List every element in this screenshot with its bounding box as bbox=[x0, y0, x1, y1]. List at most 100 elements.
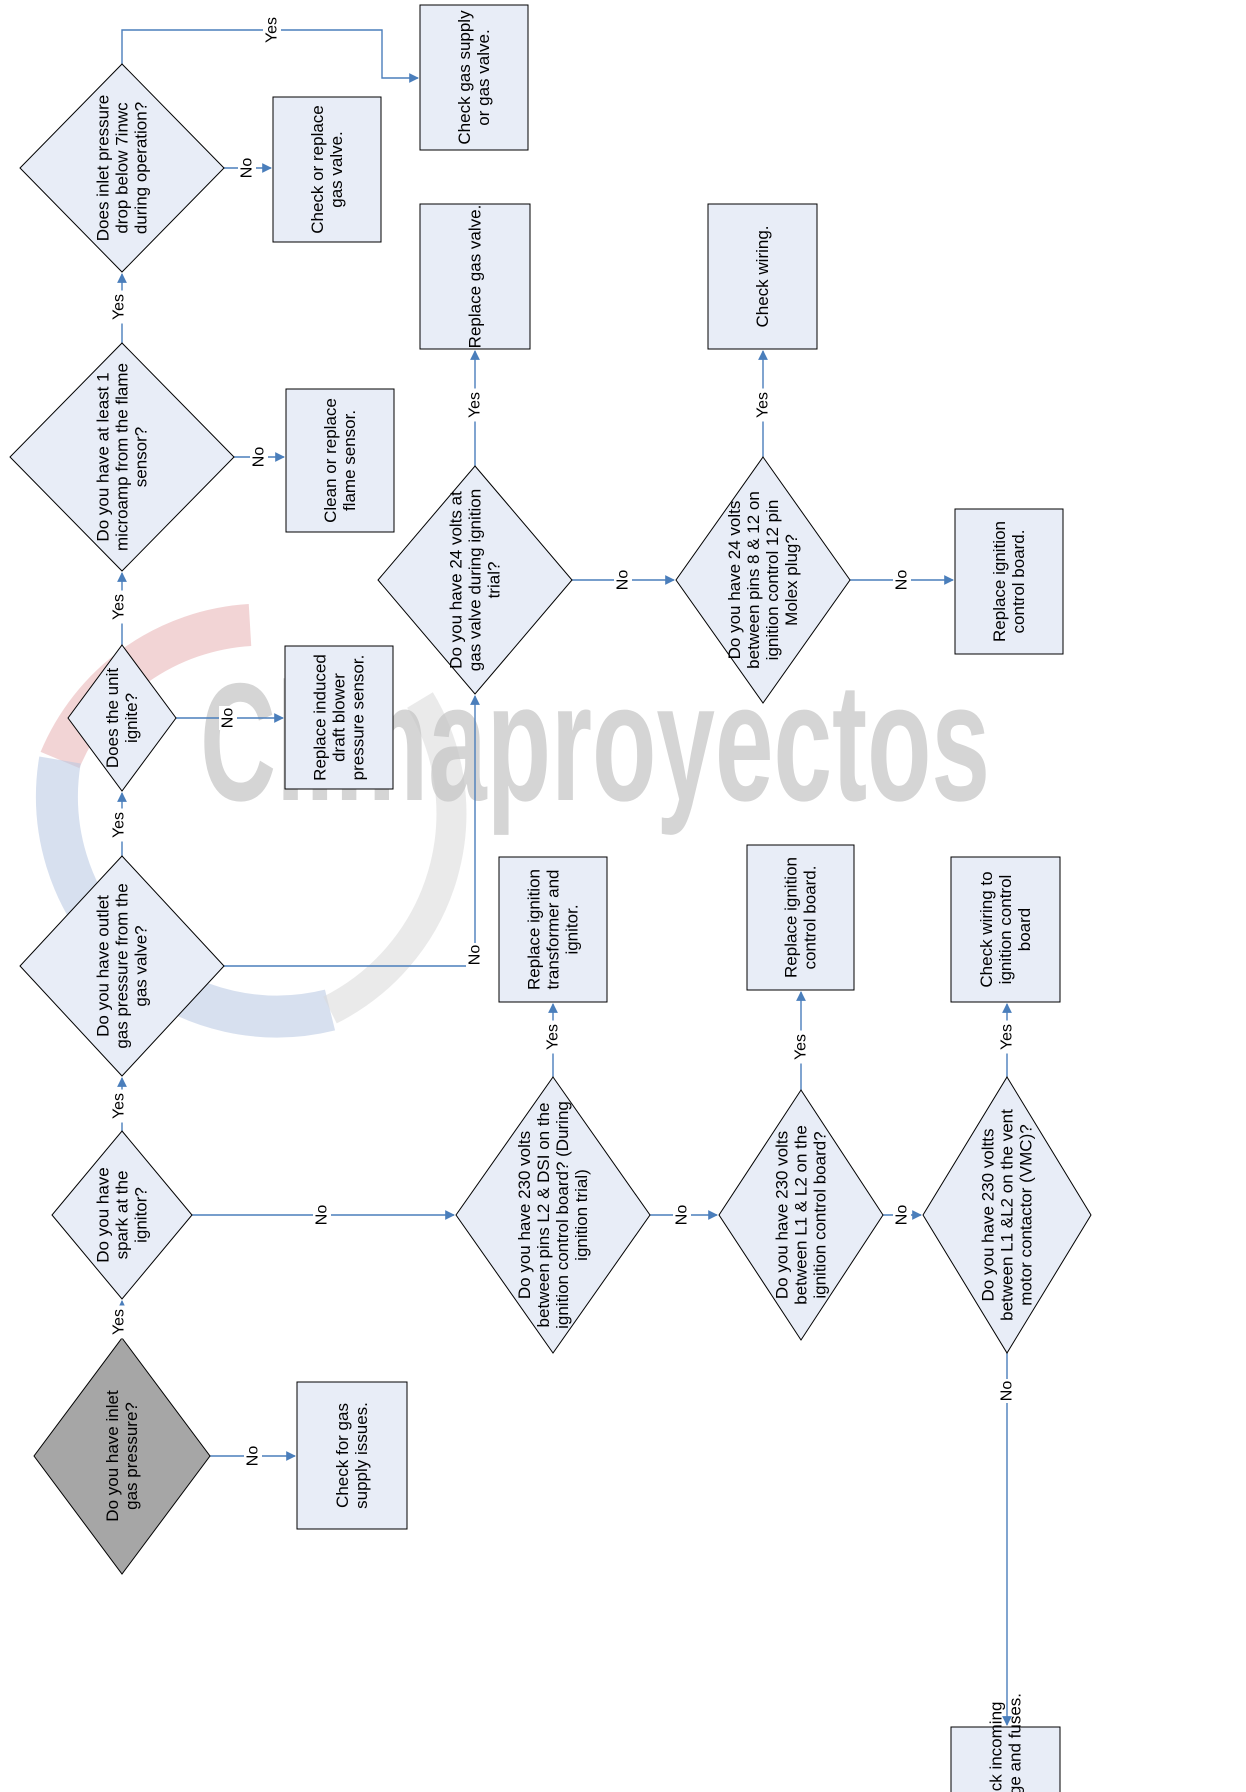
node-text-line: flame sensor. bbox=[340, 410, 359, 511]
node-d-24v-pins: Do you have 24 voltsbetween pins 8 & 12 … bbox=[675, 456, 851, 704]
process-box bbox=[284, 645, 394, 790]
node-text: Replace induceddraft blowerpressure sens… bbox=[311, 654, 368, 781]
decision-diamond bbox=[675, 456, 851, 704]
node-text-line: Clean or replace bbox=[321, 398, 340, 523]
edge-label-no: No bbox=[220, 708, 237, 729]
node-text: Check for gassupply issues. bbox=[333, 1402, 371, 1509]
edge-label-no: No bbox=[674, 1205, 691, 1226]
decision-diamond bbox=[67, 644, 177, 792]
node-b-flame: Clean or replaceflame sensor. bbox=[285, 388, 395, 533]
node-d-microamp: Do you have at least 1microamp from the … bbox=[9, 342, 235, 572]
edge-label-bg bbox=[998, 1379, 1016, 1403]
node-text-line: ignition control board? bbox=[811, 1131, 830, 1298]
edge-label-no: No bbox=[999, 1381, 1016, 1402]
node-b-wiring-board: Check wiring toignition controlboard bbox=[950, 856, 1061, 1003]
node-text-line: gas valve during ignition bbox=[466, 489, 485, 671]
edge-label-bg bbox=[250, 445, 268, 469]
node-text-line: trial? bbox=[485, 562, 504, 599]
node-b-board-1: Replace ignitioncontrol board. bbox=[954, 508, 1064, 655]
process-box bbox=[419, 203, 531, 350]
edge-label-bg bbox=[219, 706, 237, 730]
node-text-line: ignitor? bbox=[132, 1187, 151, 1243]
decision-diamond bbox=[377, 465, 573, 695]
edge-label-yes: Yes bbox=[545, 1024, 562, 1050]
edge-label-yes: Yes bbox=[111, 594, 128, 620]
node-text-line: between L1 &L2 on the vent bbox=[998, 1109, 1017, 1321]
flowchart-edge-labels: YesNoYesNoYesNoYesNoYesNoYesNoYesNoYesNo… bbox=[110, 13, 1016, 1468]
edge-label-bg bbox=[466, 388, 484, 422]
node-text-line: Replace ignition bbox=[782, 857, 801, 978]
node-text-line: Check gas supply bbox=[455, 10, 474, 145]
node-b-check-valve: Check or replacegas valve. bbox=[272, 96, 382, 243]
edge-label-yes: Yes bbox=[111, 1309, 128, 1335]
node-d-230-l1l2: Do you have 230 voltsbetween L1 & L2 on … bbox=[718, 1089, 884, 1341]
edge-label-no: No bbox=[239, 158, 256, 179]
decision-diamond bbox=[718, 1089, 884, 1341]
node-text: Do you have 230 voltsbetween L1 & L2 on … bbox=[773, 1125, 830, 1305]
edge-label-no: No bbox=[894, 1205, 911, 1226]
node-text-line: Do you have 230 volts bbox=[515, 1131, 534, 1299]
node-text-line: or gas valve. bbox=[474, 29, 493, 125]
node-text-line: between L1 & L2 on the bbox=[792, 1125, 811, 1305]
node-text-line: control board. bbox=[801, 866, 820, 970]
node-text-line: Replace ignition bbox=[525, 869, 544, 990]
node-d-outlet: Do you have outletgas pressure from theg… bbox=[19, 855, 225, 1077]
node-text-line: Do you have 24 volts bbox=[725, 501, 744, 660]
edge-label-no: No bbox=[251, 447, 268, 468]
decision-diamond bbox=[19, 63, 225, 273]
edge-label-bg bbox=[893, 568, 911, 592]
node-text: Replace ignitiontransformer andignitor. bbox=[525, 869, 582, 990]
node-text-line: ignition control 12 pin bbox=[763, 500, 782, 661]
node-text-line: transformer and bbox=[544, 870, 563, 990]
node-text-line: ignite? bbox=[122, 693, 141, 743]
node-text-line: draft blower bbox=[330, 673, 349, 762]
decision-diamond bbox=[455, 1076, 651, 1354]
node-text-line: gas pressure? bbox=[122, 1402, 141, 1510]
node-text: Do you have outletgas pressure from theg… bbox=[94, 883, 151, 1048]
node-b-incoming: Check incomingvoltage and fuses. bbox=[950, 1693, 1061, 1792]
node-text-line: voltage and fuses. bbox=[1006, 1693, 1025, 1792]
edge-label-bg bbox=[110, 290, 128, 324]
node-text: Do you have 230 volttsbetween L1 &L2 on … bbox=[979, 1109, 1036, 1321]
edge-label-no: No bbox=[467, 945, 484, 966]
node-b-board-2: Replace ignitioncontrol board. bbox=[746, 844, 855, 991]
node-text-line: microamp from the flame bbox=[113, 363, 132, 551]
node-text-line: gas pressure from the bbox=[113, 883, 132, 1048]
node-text-line: Check wiring. bbox=[753, 225, 772, 327]
edge-label-bg bbox=[466, 943, 484, 967]
edge-label-bg bbox=[614, 568, 632, 592]
node-text-line: board bbox=[1015, 908, 1034, 951]
decision-diamond bbox=[33, 1337, 211, 1575]
edge-label-bg bbox=[893, 1203, 911, 1227]
node-text: Do you have 24 voltsbetween pins 8 & 12 … bbox=[725, 491, 801, 669]
node-text-line: control board. bbox=[1009, 530, 1028, 634]
node-text-line: Do you have bbox=[94, 1167, 113, 1262]
node-text-line: sensor? bbox=[132, 427, 151, 487]
node-text-line: supply issues. bbox=[352, 1402, 371, 1509]
process-box bbox=[296, 1381, 408, 1530]
node-text: Do you have 24 volts atgas valve during … bbox=[447, 489, 504, 671]
process-box bbox=[498, 856, 608, 1003]
node-text: Clean or replaceflame sensor. bbox=[321, 398, 359, 523]
node-text: Check wiring toignition controlboard bbox=[977, 871, 1034, 987]
node-text-line: spark at the bbox=[113, 1171, 132, 1260]
edge-label-bg bbox=[544, 1020, 562, 1054]
node-text-line: Do you have inlet bbox=[103, 1390, 122, 1522]
node-text-line: Molex plug? bbox=[782, 534, 801, 626]
node-text: Check or replacegas valve. bbox=[308, 105, 346, 234]
process-box bbox=[285, 388, 395, 533]
node-text-line: ignition control bbox=[996, 875, 1015, 985]
edge-label-bg bbox=[673, 1203, 691, 1227]
node-text-line: between pins 8 & 12 on bbox=[744, 491, 763, 669]
decision-diamond bbox=[922, 1076, 1092, 1354]
process-box bbox=[707, 203, 818, 350]
process-box bbox=[950, 1726, 1061, 1792]
edge-label-bg bbox=[110, 808, 128, 842]
node-text-line: Do you have 230 voltts bbox=[979, 1129, 998, 1302]
process-box bbox=[954, 508, 1064, 655]
process-box bbox=[746, 844, 855, 991]
process-box bbox=[272, 96, 382, 243]
node-text-line: Do you have at least 1 bbox=[94, 372, 113, 541]
edge-label-yes: Yes bbox=[793, 1034, 810, 1060]
